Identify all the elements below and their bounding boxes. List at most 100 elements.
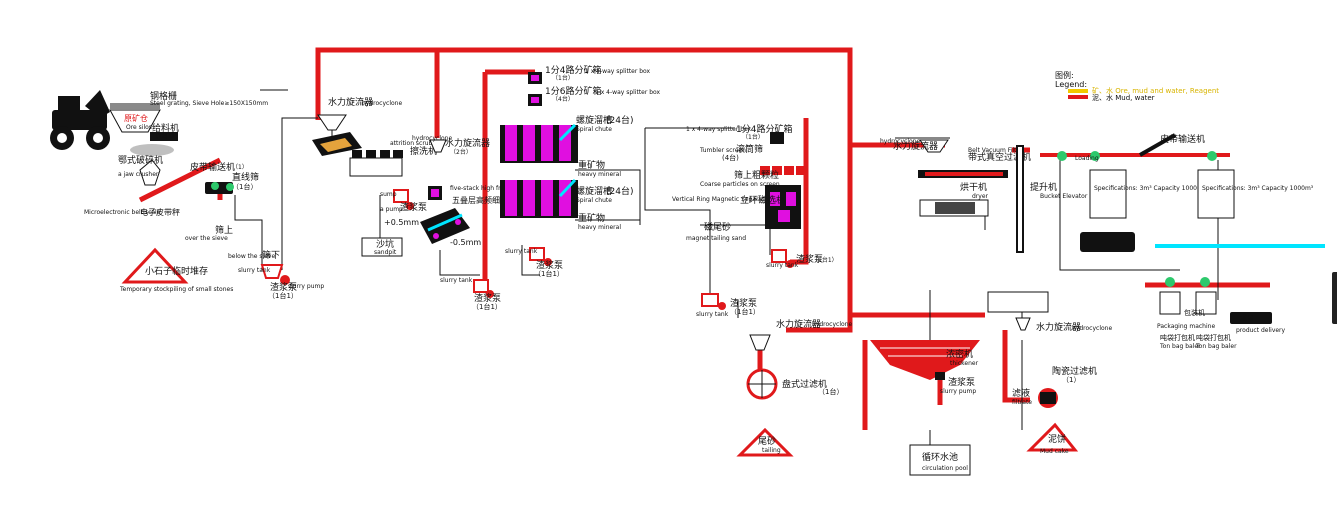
cyclone-2-en: hydrocyclone [412,135,452,142]
filtrate-en: filtrate [1012,399,1032,406]
cyclone-1-en: hydrocyclone [362,100,402,107]
hydrocyclone-3 [749,334,771,351]
thick-pump-label: 渣浆泵 [948,376,975,388]
magtail-cn: 磁尾砂 [704,221,731,233]
belt1-count: （1） [232,164,248,171]
pump-5-label: 渣浆泵 [730,297,757,309]
drum-screens [760,166,806,175]
cyclone-4-label: 水力旋流器 [1036,321,1081,333]
cyclone-3-en: hydrocyclone [812,321,852,328]
ceramic-filter [1038,388,1058,408]
tank-3-label: slurry tank [505,248,538,255]
splitter14-count: （1台） [552,74,574,82]
linear-screen [205,182,234,194]
splitter16-en: 1 x 4-way splitter box [595,89,661,96]
oversize-label-cn: 筛上 [215,224,233,236]
packaging-units [1159,277,1217,315]
stockpile-label-en: Temporary stockpiling of small stones [119,286,233,293]
vertical-ring-magnetic-separator [765,185,801,229]
pump-3-label: 渣浆泵 [536,259,563,271]
sump-1 [393,189,409,203]
hydrocyclone-4 [1015,317,1031,331]
stone-stockpile [121,247,189,284]
sand-label-cn: 沙坑 [376,238,394,250]
heavy-1-cn: 重矿物 [578,159,605,171]
splitter16-cn: 1分6路分矿箱 [545,85,601,97]
splitter-right-en: 1 x 4-way splitter box [686,126,752,133]
bucket-elevator [1016,145,1024,253]
jaw-label-cn: 鄂式破碎机 [118,154,163,166]
ton-bag-2-cn: 吨袋打包机 [1196,333,1231,342]
splitter16-count: （4台） [552,95,574,103]
tank-4-label: slurry tank [766,262,799,269]
legend: 图例: Legend: 矿、水 Ore, mud and water, Reag… [1055,70,1219,102]
cyclone-3-label: 水力旋流器 [776,318,821,330]
side-scroll-handle[interactable] [1332,272,1337,324]
dryer-cn: 烘干机 [960,181,987,193]
truck-1 [1080,232,1135,252]
disc-label: 盘式过滤机 [782,378,827,390]
slurry-tank-2 [473,279,489,293]
vmag-en: Vertical Ring Magnetic Separator [672,196,771,203]
pump-3-count: （1台1） [534,269,564,278]
spiral-lower-en: Spiral chute [576,197,612,204]
undersize-label-en: below the sieve [228,253,275,260]
ton-bag-1-cn: 吨袋打包机 [1160,333,1195,342]
belt-vacuum-filter [918,170,1008,178]
spiral-lower-cn: 螺旋溜槽 [576,185,612,197]
packaging-en: Packaging machine [1157,323,1215,330]
grizzly-label-en: Steel grating, Sieve Hole≥150X150mm [150,100,268,107]
feeder-label: 给料机 [152,122,179,134]
feeder [150,132,178,141]
elevator-cn: 提升机 [1030,181,1057,193]
conveyor-blue [1155,244,1325,248]
ore-bin [109,109,161,133]
loading-1: Loading [1075,155,1099,162]
water-tank [987,291,1049,313]
thickener-en: thickener [950,360,979,367]
legend-title-en: Legend: [1055,80,1087,89]
heavy-2-cn: 重矿物 [578,212,605,224]
coarse-en: Coarse particles on screen [700,181,780,188]
ton-bag-1-en: Ton bag baler [1159,343,1201,350]
dryer-en: dryer [972,193,989,200]
cyclone-2-label: 水力旋流器 [445,137,490,149]
belt-vac-en: Belt Vacuum Filter [968,147,1023,154]
thick-pump [935,372,945,380]
belt1-label: 皮带输送机 [190,161,235,173]
attrition-scrubber-cells [349,150,403,177]
splitter-right-count: （1台） [742,133,764,141]
loader [50,90,110,150]
ceramic-cn: 陶瓷过滤机 [1052,365,1097,377]
spiral-lower-count: (24台) [606,185,633,197]
splitter-box-2 [528,94,542,106]
spiral-upper-cn: 螺旋溜槽 [576,114,612,126]
plus-05-label: +0.5mm [384,218,419,227]
splitter-box-1 [528,72,542,84]
pump-2-count: （1台1） [472,302,502,311]
pump-1-count: （1台1） [268,291,298,300]
slurry-tank-1 [260,264,290,285]
process-lines [234,89,1219,455]
dryer [919,199,989,217]
legend-title-cn: 图例: [1055,70,1074,80]
sump-pump-cn: 渣浆泵 [400,201,427,213]
sump-label: sump [380,191,397,198]
ton-bag-2-en: Ton bag baler [1195,343,1237,350]
sand-label-en: sandpit [374,249,397,256]
tailing-en: tailing [762,447,781,454]
pump-5-count: （1台1） [730,307,760,316]
slurry-tank-3 [529,247,545,261]
hydrocyclone-2 [429,139,447,153]
grizzly-label-cn: 钢格栅 [150,90,177,102]
belt-conveyor-1 [138,157,222,203]
jaw-crusher [139,159,161,186]
cyclone-5-label: 水力旋流器 [893,140,938,152]
pool-en: circulation pool [922,465,968,472]
pump-4-count: （1台1） [812,256,838,264]
slurry-tank-4 [771,249,787,263]
scale-label-cn: 电子皮带秤 [140,207,180,217]
silo-1-spec: Specifications: 3m³ Capacity 1000m³ [1094,185,1206,192]
product-cn: 成品 [1240,313,1254,322]
ceramic-count: （1） [1062,376,1080,384]
